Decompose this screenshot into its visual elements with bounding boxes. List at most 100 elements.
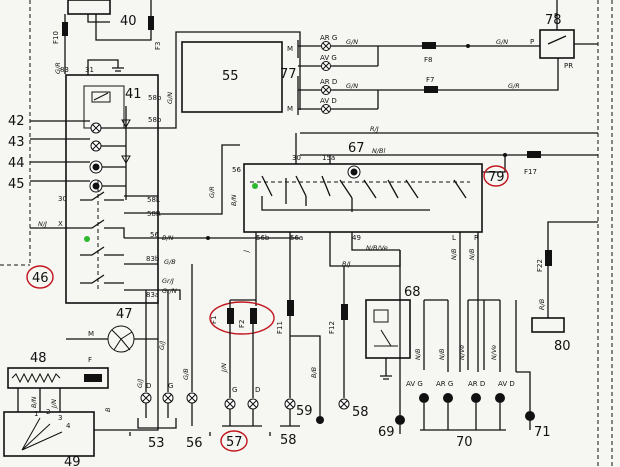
lamp-77-avg — [321, 61, 331, 71]
label-f10: F10 — [52, 31, 60, 44]
component-48-box — [7, 367, 109, 389]
lamp-53-b — [162, 392, 174, 404]
component-47-blades — [111, 329, 133, 351]
lamp-56 — [186, 392, 198, 404]
lamp-58-b — [338, 398, 350, 410]
highlight-f1-f2 — [209, 301, 275, 335]
diode-1 — [121, 119, 131, 129]
component-68-box — [365, 299, 411, 359]
term-83a: 83a — [146, 291, 159, 299]
label-71: 71 — [534, 425, 551, 440]
lamp-44 — [89, 160, 103, 174]
label-f1: F1 — [210, 316, 218, 324]
label-49: 49 — [64, 455, 81, 467]
term-49-1: 1 — [34, 410, 38, 418]
term-49-2: 2 — [46, 408, 50, 416]
lamp-77-arg — [321, 41, 331, 51]
lamp-label-g2: G — [232, 386, 237, 394]
term-l: L — [452, 234, 456, 242]
term-49-relay: 49 — [352, 234, 361, 242]
component-80-box — [531, 317, 565, 333]
component-68-coil — [373, 309, 389, 323]
wire-grin-left: Gr/N — [162, 287, 177, 295]
fuse-f10 — [62, 22, 68, 36]
term-58b: 58b — [148, 116, 162, 124]
label-f7: F7 — [426, 76, 434, 84]
wire-nib-70b: N/B — [438, 348, 446, 360]
wire-nibl-label: N/Bl — [372, 147, 386, 155]
term-49-3: 3 — [58, 414, 62, 422]
switch-b — [80, 219, 125, 238]
lamp-label-d1: D — [146, 382, 151, 390]
term-77-m2: M — [287, 105, 293, 113]
lamp-59 — [316, 416, 324, 424]
fuse-f2 — [250, 308, 257, 324]
wire-58r — [158, 144, 240, 215]
wire-nib-70a: N/B — [414, 348, 422, 360]
wire-f22-in — [547, 221, 598, 250]
lamp-label-ard: AR D — [320, 78, 337, 86]
component-41-slider — [93, 92, 109, 101]
wire-31 — [87, 59, 119, 75]
lamp-70-avg — [419, 393, 429, 403]
marker-green-relay — [252, 183, 258, 189]
label-f12: F12 — [328, 321, 336, 334]
relay-79-box — [243, 163, 483, 233]
highlight-46 — [26, 265, 54, 289]
lamp-57-d — [247, 398, 259, 410]
lamp-label-g1: G — [168, 382, 173, 390]
wires-f1-f2 — [229, 299, 256, 398]
wires-70 — [399, 300, 517, 372]
term-83b: 83b — [146, 255, 160, 263]
fuse-f11 — [287, 300, 294, 316]
module-41-box — [65, 74, 159, 304]
label-41: 41 — [125, 87, 142, 102]
lamp-53-a — [140, 392, 152, 404]
lamp-label-avg: AV G — [320, 54, 337, 62]
label-53: 53 — [148, 436, 165, 451]
wires-42-45 — [30, 120, 90, 182]
term-56b: 56b — [256, 234, 270, 242]
lamp-71 — [525, 411, 535, 421]
term-58r: 58R — [147, 210, 161, 218]
term-83: 83 — [60, 66, 69, 74]
lamp-57-g — [224, 398, 236, 410]
wire-bij: B/J — [342, 260, 351, 268]
label-f22: F22 — [536, 259, 544, 272]
module-bus — [101, 106, 127, 200]
term-47-m: M — [88, 330, 94, 338]
lamp-70-avd — [495, 393, 505, 403]
wire-71 — [516, 371, 531, 430]
label-40: 40 — [120, 14, 137, 29]
label-f11: F11 — [276, 321, 284, 334]
term-78-pr: PR — [564, 62, 573, 70]
wire-gij-53b: G/J — [158, 341, 166, 350]
label-56: 56 — [186, 436, 203, 451]
lamp-label-70-ard: AR D — [468, 380, 485, 388]
switch-a — [80, 191, 124, 201]
lamp-42 — [90, 122, 102, 134]
label-80: 80 — [554, 339, 571, 354]
label-f17: F17 — [524, 168, 537, 176]
relay-79-internal — [261, 196, 430, 212]
wires-53-56 — [145, 264, 193, 392]
diode-2 — [121, 155, 131, 165]
term-56-left: 56 — [150, 231, 159, 239]
lamp-45 — [89, 179, 103, 193]
component-49-selector — [21, 417, 63, 451]
wire-f7 — [378, 58, 559, 91]
wire-40 — [87, 14, 110, 23]
fuse-f3 — [148, 16, 154, 30]
module-bottom-outputs — [124, 237, 158, 291]
label-58b: 58 — [352, 405, 369, 420]
wire-nive-70: N/Ve — [458, 345, 466, 360]
wire-49 — [329, 232, 401, 267]
label-70: 70 — [456, 435, 473, 450]
wire-nij: N/J — [38, 220, 47, 228]
label-58a: 58 — [280, 433, 297, 448]
highlight-57 — [220, 430, 248, 452]
wire-58b-to-55 — [158, 31, 301, 129]
label-79: 79 — [488, 170, 505, 185]
label-57: 57 — [226, 435, 243, 450]
wire-bin-48: B/N — [30, 396, 38, 408]
